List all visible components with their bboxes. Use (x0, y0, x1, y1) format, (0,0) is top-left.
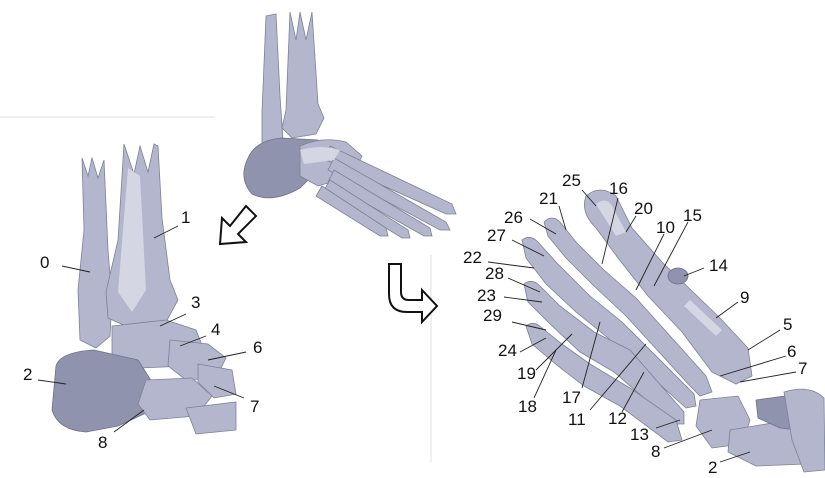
label-28-right: 28 (485, 265, 504, 282)
left-ankle-view (52, 144, 236, 434)
center-foot-view (244, 12, 456, 238)
label-12-right: 12 (608, 410, 627, 427)
label-27-right: 27 (487, 227, 506, 244)
label-19-right: 19 (517, 365, 536, 382)
label-22-right: 22 (463, 249, 482, 266)
label-1-left: 1 (181, 209, 190, 226)
label-0-left: 0 (40, 254, 49, 271)
label-3-left: 3 (191, 294, 200, 311)
label-6-left: 6 (253, 339, 262, 356)
label-14-right: 14 (709, 257, 728, 274)
label-5-right: 5 (783, 316, 792, 333)
label-17-right: 17 (562, 389, 581, 406)
label-21-right: 21 (539, 190, 558, 207)
label-16-right: 16 (609, 180, 628, 197)
label-11-right: 11 (568, 411, 586, 428)
label-8-right: 8 (651, 443, 660, 460)
label-13-right: 13 (630, 426, 649, 443)
label-24-right: 24 (498, 342, 517, 359)
hook-right-arrow-icon (389, 264, 437, 322)
label-10-right: 10 (656, 219, 675, 236)
label-7-right: 7 (798, 360, 807, 377)
label-7-left: 7 (250, 398, 259, 415)
label-23-right: 23 (477, 287, 496, 304)
label-15-right: 15 (683, 207, 702, 224)
label-8-left: 8 (98, 434, 107, 451)
label-20-right: 20 (634, 200, 653, 217)
label-4-left: 4 (211, 321, 220, 338)
label-6-right: 6 (787, 343, 796, 360)
label-25-right: 25 (562, 172, 581, 189)
label-26-right: 26 (504, 209, 523, 226)
down-left-arrow-icon (220, 206, 256, 244)
label-18-right: 18 (518, 398, 537, 415)
label-9-right: 9 (740, 289, 749, 306)
label-2-left: 2 (23, 366, 32, 383)
label-2-right: 2 (708, 459, 717, 476)
label-29-right: 29 (483, 307, 502, 324)
